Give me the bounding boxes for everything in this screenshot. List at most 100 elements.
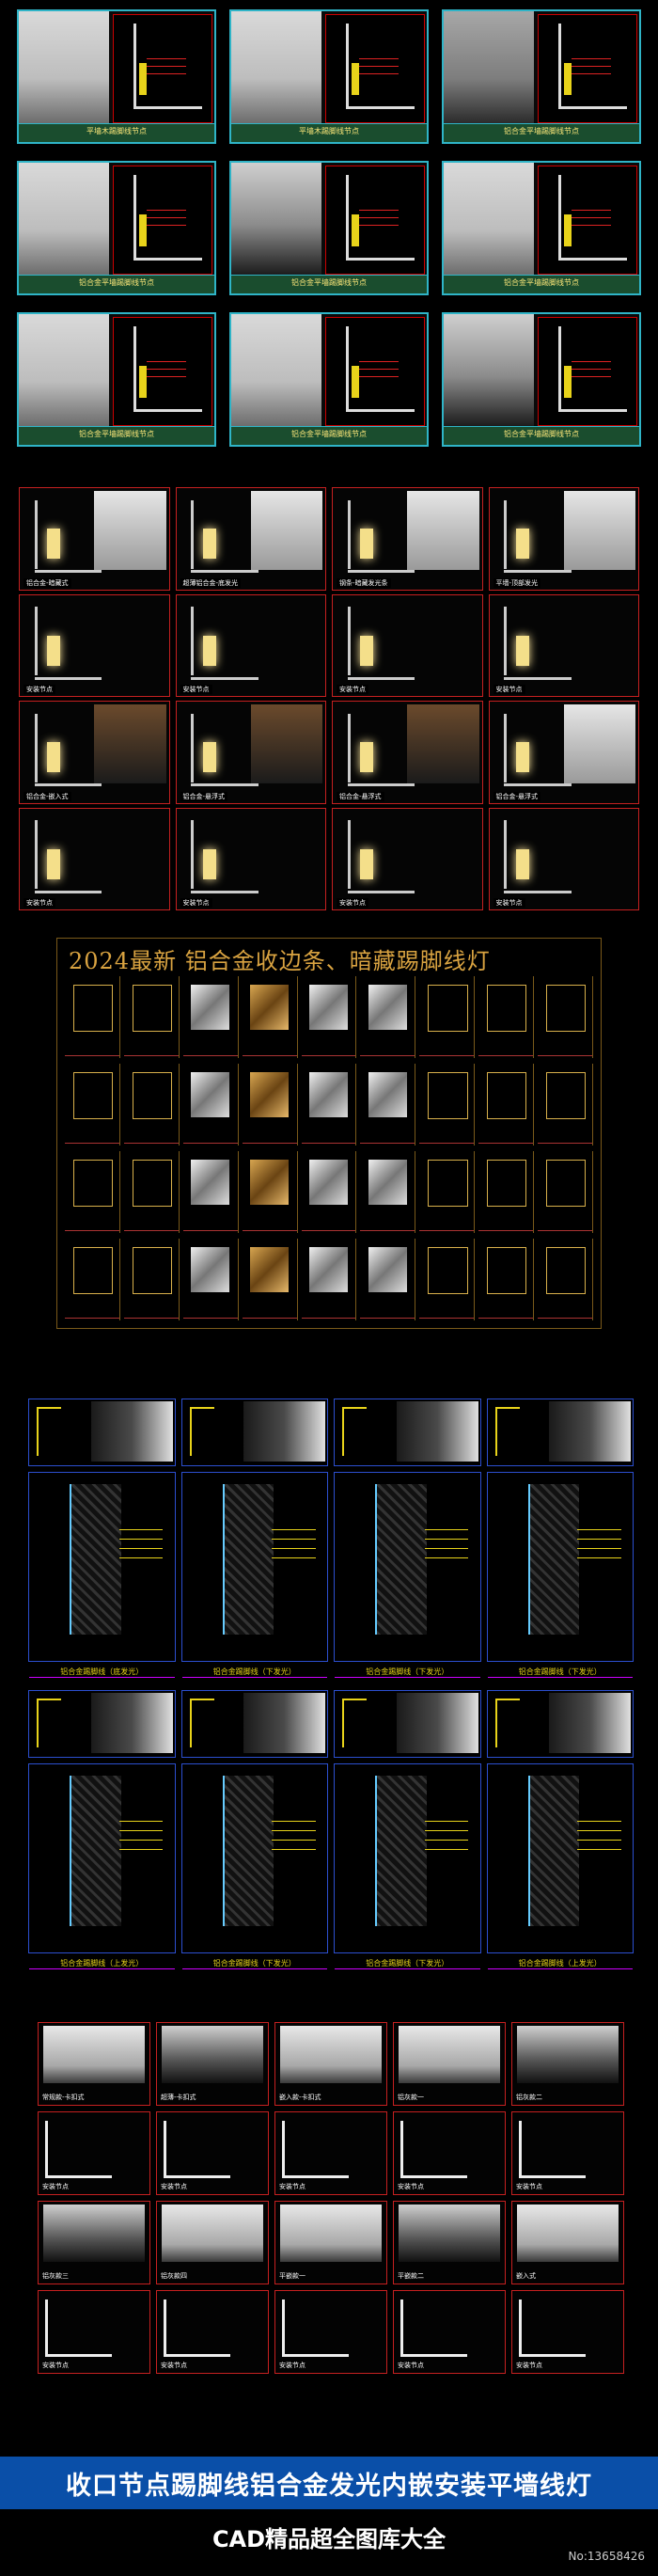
section-finishing-nodes: 平墙木踢脚线节点 平墙木踢脚线节点 铝合金平墙踢脚线节点 铝合金平墙踢脚线节点 … bbox=[17, 9, 641, 447]
install-node-cell: 安装节点 bbox=[19, 807, 170, 910]
install-node-cell: 安装节点 bbox=[156, 2290, 269, 2374]
detail-column: 铝合金踢脚线（下发光） bbox=[486, 1399, 634, 1678]
cell-label: 平嵌款一 bbox=[279, 2272, 306, 2280]
subtitle-bar: CAD精品超全图库大全 No:13658426 bbox=[0, 2509, 658, 2576]
profile-shape bbox=[428, 1071, 468, 1119]
install-node-cell: 安装节点 bbox=[488, 807, 639, 910]
detail-caption: 铝合金踢脚线（下发光） bbox=[335, 1958, 480, 1969]
profile-shape bbox=[132, 1246, 173, 1294]
section-frame: 铝合金踢脚线（下发光） bbox=[180, 1472, 328, 1678]
cell-label: 安装节点 bbox=[516, 2362, 542, 2369]
profile-shape bbox=[368, 984, 407, 1030]
profile-photo bbox=[549, 1401, 631, 1462]
catalog-item bbox=[360, 1064, 416, 1146]
cell-label: 铝灰款二 bbox=[516, 2094, 542, 2101]
dimension-mark bbox=[189, 1699, 214, 1747]
profile-shape bbox=[309, 1071, 348, 1117]
section-frame: 铝合金踢脚线（下发光） bbox=[334, 1472, 481, 1678]
dimension-mark bbox=[342, 1699, 367, 1747]
skirting-product-cell: 平嵌款二 bbox=[393, 2201, 506, 2284]
catalog-item bbox=[123, 976, 180, 1058]
section-skirting-types: 常规款-卡扣式超薄-卡扣式嵌入款-卡扣式铝灰款一铝灰款二安装节点安装节点安装节点… bbox=[38, 2022, 624, 2374]
cad-drawing bbox=[538, 14, 637, 123]
dimension-mark bbox=[342, 1407, 367, 1456]
led-product-cell: 铝合金-暗藏式 bbox=[19, 487, 170, 591]
profile-frame bbox=[334, 1690, 481, 1758]
profile-frame bbox=[180, 1399, 328, 1466]
skirting-product-cell: 嵌入式 bbox=[511, 2201, 624, 2284]
catalog-item bbox=[538, 1064, 593, 1146]
install-node-cell: 安装节点 bbox=[19, 593, 170, 697]
cell-label: 安装节点 bbox=[24, 685, 55, 694]
install-node-cell: 安装节点 bbox=[393, 2290, 506, 2374]
detail-column: 铝合金踢脚线（下发光） bbox=[334, 1399, 481, 1678]
catalog-item bbox=[182, 1239, 239, 1320]
led-product-cell: 超薄铝合金-底发光 bbox=[175, 487, 326, 591]
install-node-cell: 安装节点 bbox=[38, 2290, 150, 2374]
image-number: No:13658426 bbox=[568, 2550, 645, 2563]
detail-column: 铝合金踢脚线（下发光） bbox=[180, 1690, 328, 1969]
node-card: 铝合金平墙踢脚线节点 bbox=[442, 312, 641, 447]
node-card: 平墙木踢脚线节点 bbox=[229, 9, 429, 144]
section-technical-details: 铝合金踢脚线（底发光） 铝合金踢脚线（下发光） 铝合金踢脚线（下发光） 铝合金踢… bbox=[28, 1399, 634, 1982]
cell-label: 安装节点 bbox=[24, 898, 55, 908]
profile-shape bbox=[428, 1159, 468, 1207]
profile-shape bbox=[368, 1159, 407, 1205]
node-caption: 平墙木踢脚线节点 bbox=[19, 122, 214, 142]
catalog-item bbox=[301, 1239, 357, 1320]
product-photo bbox=[279, 2205, 383, 2263]
skirting-product-cell: 超薄-卡扣式 bbox=[156, 2022, 269, 2106]
node-caption: 铝合金平墙踢脚线节点 bbox=[19, 425, 214, 445]
profile-frame bbox=[486, 1690, 634, 1758]
profile-shape bbox=[428, 984, 468, 1032]
cell-label: 超薄铝合金-底发光 bbox=[180, 577, 242, 588]
catalog-item bbox=[65, 1151, 120, 1233]
skirting-product-cell: 铝灰款四 bbox=[156, 2201, 269, 2284]
dimension-mark bbox=[37, 1407, 61, 1456]
led-product-cell: 钢条-暗藏发光条 bbox=[332, 487, 483, 591]
profile-shape bbox=[191, 1159, 229, 1205]
detail-column: 铝合金踢脚线（上发光） bbox=[28, 1690, 176, 1969]
profile-shape bbox=[132, 1159, 173, 1207]
catalog-item bbox=[360, 1239, 416, 1320]
node-card: 铝合金平墙踢脚线节点 bbox=[17, 161, 216, 295]
skirting-product-cell: 铝灰款三 bbox=[38, 2201, 150, 2284]
cell-label: 嵌入式 bbox=[516, 2272, 536, 2280]
cell-label: 安装节点 bbox=[180, 685, 212, 694]
catalog-item bbox=[242, 1239, 298, 1320]
profile-shape bbox=[309, 1159, 348, 1205]
profile-photo bbox=[549, 1693, 631, 1753]
catalog-item bbox=[301, 976, 357, 1058]
led-product-cell: 铝合金-悬浮式 bbox=[332, 701, 483, 804]
catalog-item bbox=[478, 976, 535, 1058]
profile-shape bbox=[486, 1246, 527, 1294]
cad-drawing bbox=[113, 317, 212, 426]
catalog-title: 2024最新 铝合金收边条、暗藏踢脚线灯 bbox=[69, 948, 491, 974]
cad-drawing bbox=[113, 14, 212, 123]
profile-photo bbox=[90, 1401, 173, 1462]
node-card: 铝合金平墙踢脚线节点 bbox=[442, 161, 641, 295]
cell-label: 常规款-卡扣式 bbox=[42, 2094, 85, 2101]
profile-shape bbox=[309, 984, 348, 1030]
cell-label: 铝灰款四 bbox=[161, 2272, 187, 2280]
node-caption: 平墙木踢脚线节点 bbox=[231, 122, 427, 142]
install-node-cell: 安装节点 bbox=[332, 593, 483, 697]
detail-column: 铝合金踢脚线（下发光） bbox=[180, 1399, 328, 1678]
node-card: 铝合金平墙踢脚线节点 bbox=[229, 312, 429, 447]
profile-shape bbox=[132, 984, 173, 1032]
skirting-product-cell: 平嵌款一 bbox=[274, 2201, 387, 2284]
catalog-item bbox=[242, 976, 298, 1058]
led-product-cell: 铝合金-悬浮式 bbox=[175, 701, 326, 804]
profile-shape bbox=[250, 1071, 289, 1117]
banner-title: 收口节点踢脚线铝合金发光内嵌安装平墙线灯 bbox=[66, 2471, 592, 2501]
product-photo bbox=[398, 2205, 501, 2263]
cell-label: 超薄-卡扣式 bbox=[161, 2094, 196, 2101]
section-led-skirting: 铝合金-暗藏式 超薄铝合金-底发光 钢条-暗藏发光条 平墙-顶部发光 安装节点 … bbox=[19, 487, 639, 910]
cell-label: 安装节点 bbox=[337, 685, 368, 694]
catalog-item bbox=[478, 1151, 535, 1233]
cell-label: 嵌入款-卡扣式 bbox=[279, 2094, 321, 2101]
detail-caption: 铝合金踢脚线（底发光） bbox=[29, 1667, 175, 1678]
node-caption: 铝合金平墙踢脚线节点 bbox=[231, 425, 427, 445]
node-caption: 铝合金平墙踢脚线节点 bbox=[444, 425, 639, 445]
section-frame: 铝合金踢脚线（下发光） bbox=[180, 1763, 328, 1969]
